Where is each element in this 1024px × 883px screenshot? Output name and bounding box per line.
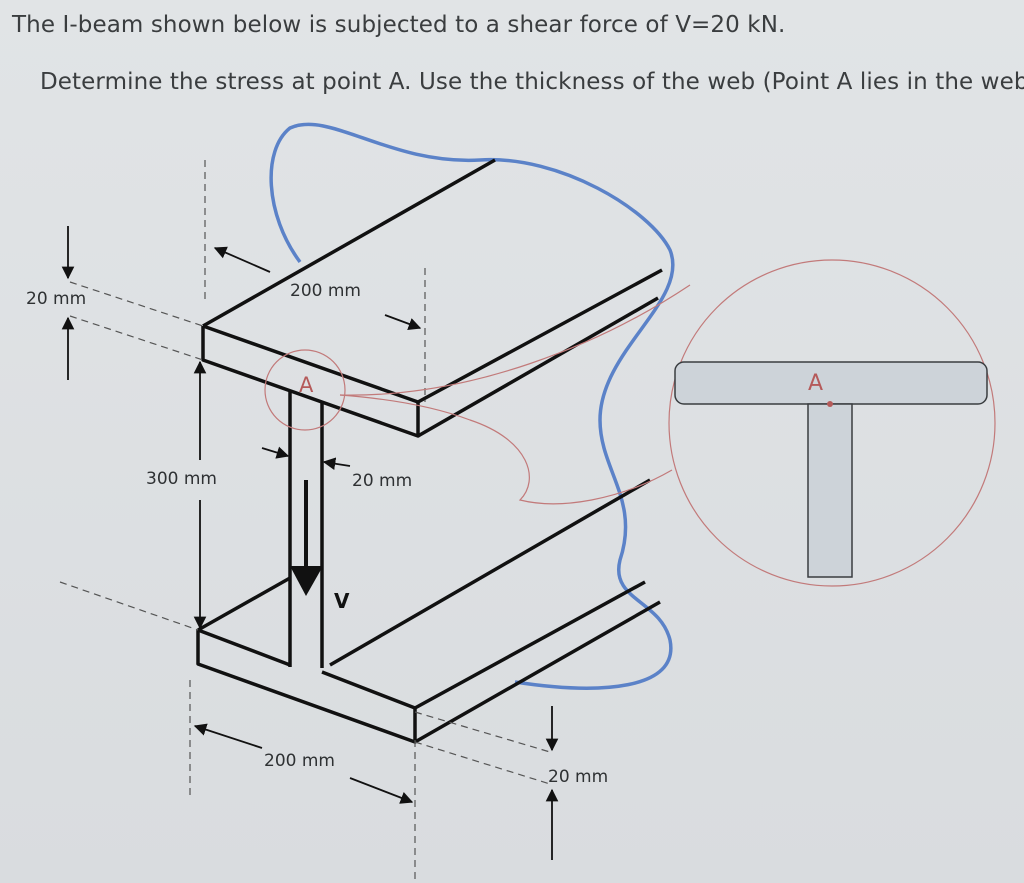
dimension-extension-lines [59, 160, 551, 883]
dimension-arrows [61, 226, 559, 860]
detail-circle [668, 259, 996, 587]
problem-statement: The I-beam shown below is subjected to a… [12, 12, 786, 38]
shear-force-label: V [334, 589, 350, 613]
bottom-flange-thickness-label: 20 mm [548, 767, 608, 787]
detail-flange [674, 361, 988, 405]
bottom-flange-width-label: 200 mm [264, 751, 335, 771]
flange-thickness-label: 20 mm [26, 289, 86, 309]
web-thickness-label: 20 mm [352, 471, 412, 491]
cut-boundary-line [269, 122, 675, 690]
bottom-flange [196, 478, 661, 744]
point-a-marker [827, 401, 833, 407]
problem-instruction: Determine the stress at point A. Use the… [40, 69, 1024, 95]
shear-force-arrow [290, 480, 323, 596]
detail-web [807, 403, 853, 578]
detail-point-a-label: A [808, 371, 823, 396]
detail-callout [264, 259, 996, 587]
point-a-circle [264, 349, 346, 431]
top-flange-width-label: 200 mm [290, 281, 361, 301]
detail-t-section [674, 361, 988, 578]
web [288, 390, 324, 668]
top-flange [201, 158, 663, 438]
point-a-label: A [299, 373, 314, 397]
height-label: 300 mm [146, 469, 217, 489]
